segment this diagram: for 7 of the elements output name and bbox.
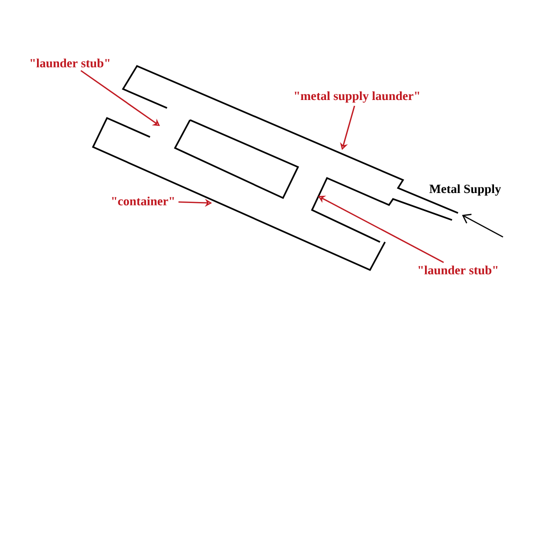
callout-text: "metal supply launder" bbox=[294, 91, 420, 103]
leader-line bbox=[80, 70, 160, 126]
label-text: Metal Supply bbox=[429, 184, 501, 196]
callout-text: "launder stub" bbox=[418, 266, 498, 274]
leader-line bbox=[318, 196, 444, 263]
callout-text: "container" bbox=[112, 196, 174, 206]
callout-text: "launder stub" bbox=[30, 58, 110, 68]
